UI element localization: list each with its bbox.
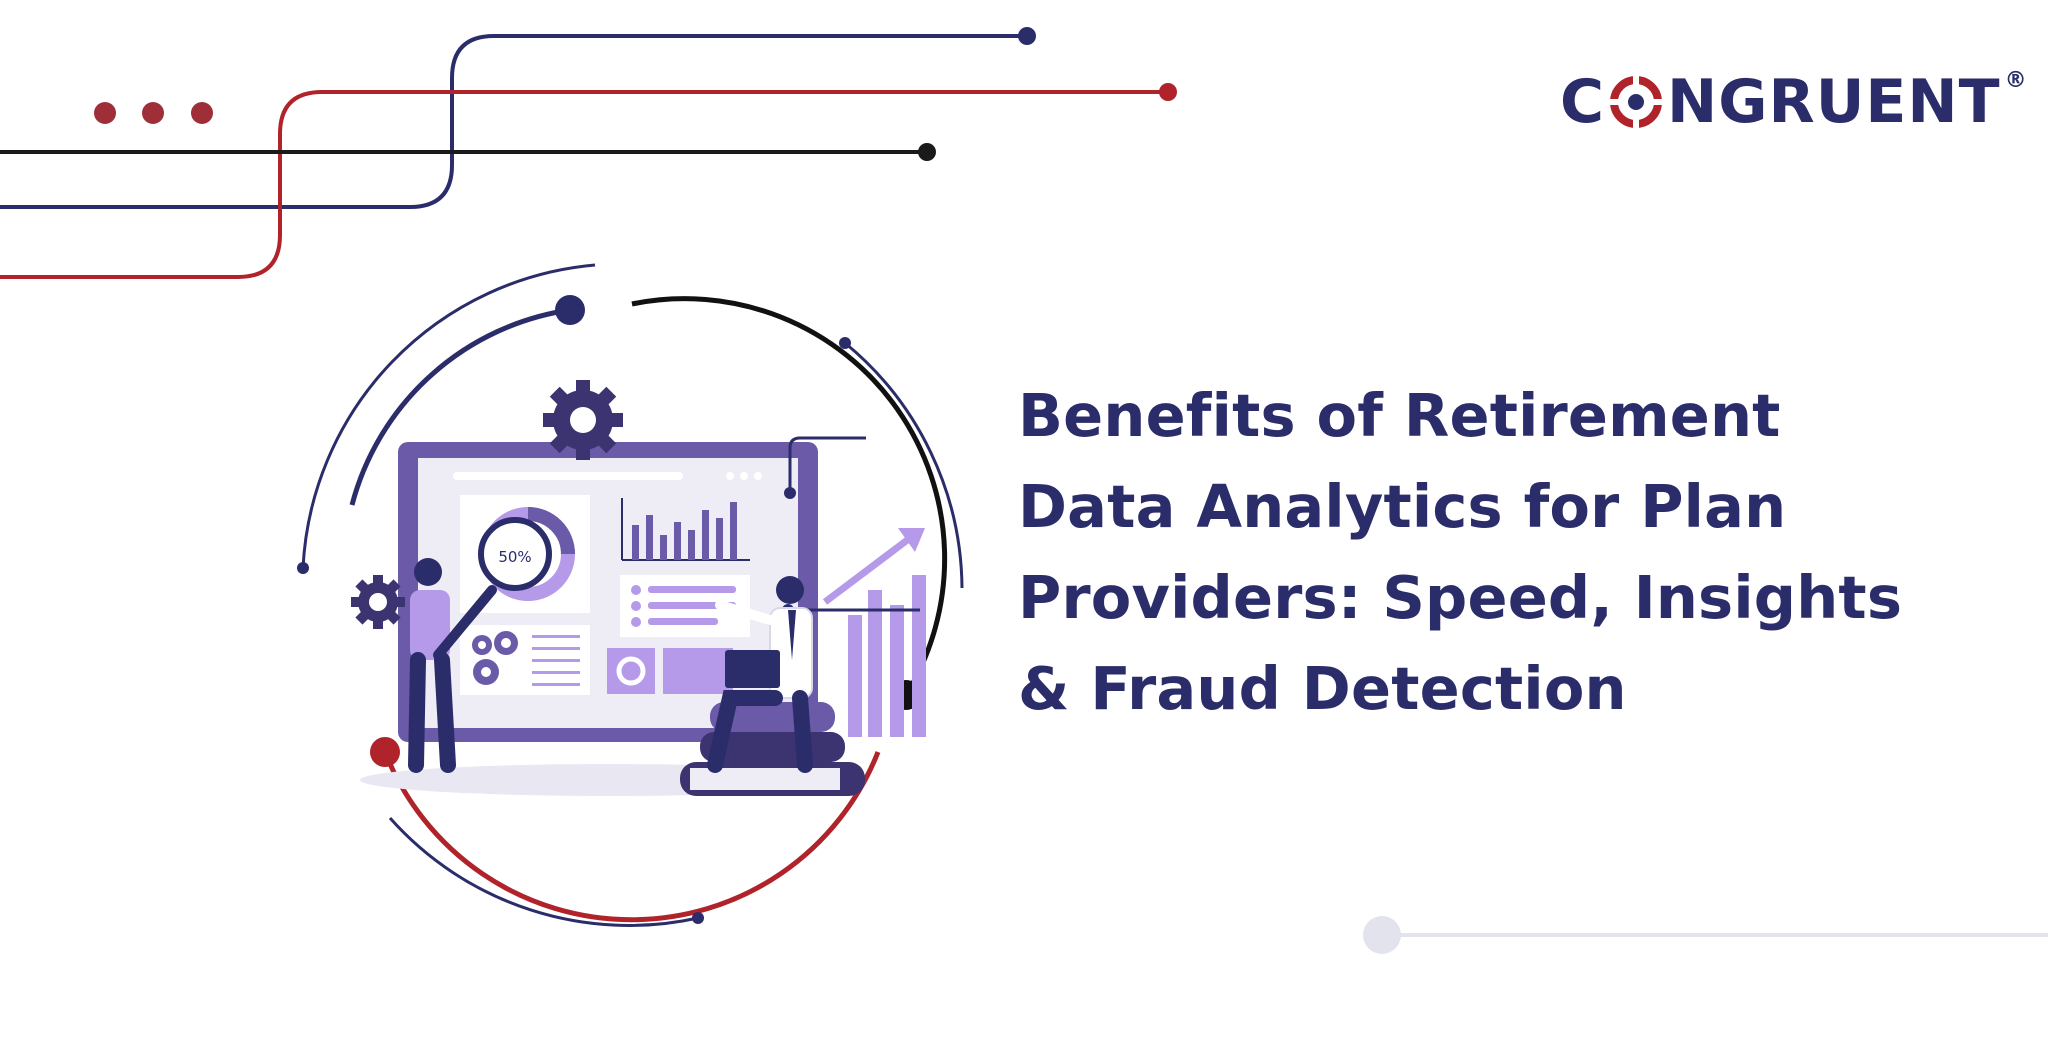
- logo-text-start: C: [1560, 67, 1606, 137]
- decorative-track: [1363, 916, 2048, 954]
- logo-text-end: NGRUENT: [1667, 67, 2001, 137]
- decorative-circuit-lines: [0, 27, 1177, 279]
- analytics-illustration: 50%: [297, 263, 964, 927]
- headline-line-2: Data Analytics for Plan: [1018, 472, 1787, 541]
- headline-line-1: Benefits of Retirement: [1018, 381, 1781, 450]
- dot-navy: [555, 295, 585, 325]
- headline-line-3: Providers: Speed, Insights: [1018, 563, 1903, 632]
- headline: Benefits of Retirement Data Analytics fo…: [1018, 370, 1978, 734]
- registered-mark: ®: [2004, 68, 2028, 93]
- crosshair-icon: [1607, 73, 1666, 131]
- donut-percent-label: 50%: [498, 548, 531, 566]
- congruent-logo: C NGRUENT ®: [1560, 62, 2028, 142]
- headline-line-4: & Fraud Detection: [1018, 654, 1627, 723]
